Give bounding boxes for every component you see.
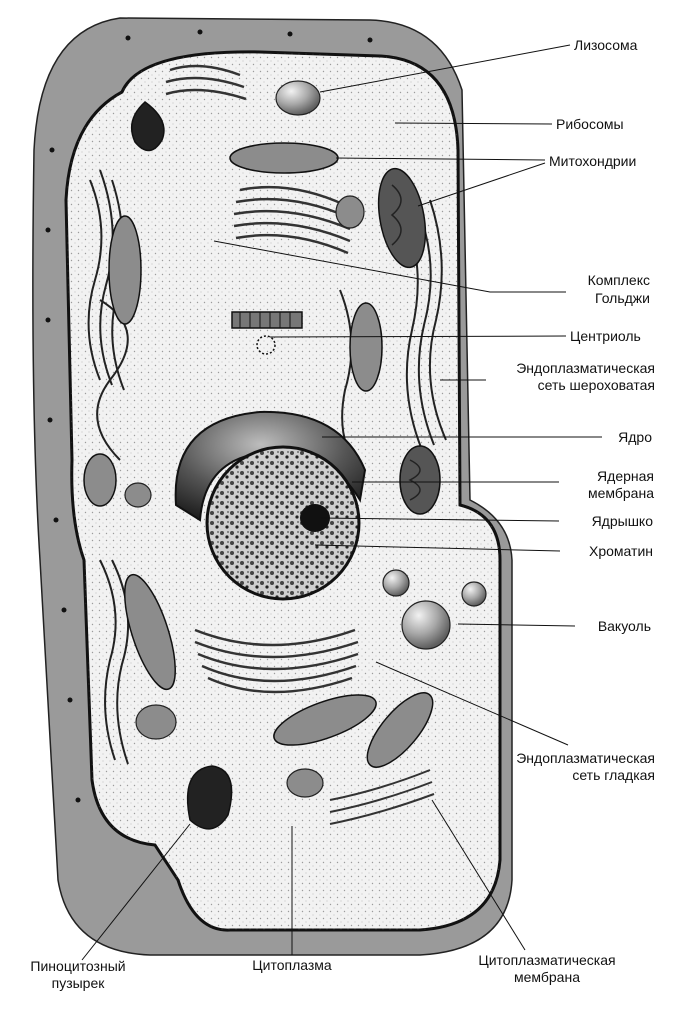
label-chromatin: Хроматин <box>589 543 653 559</box>
nucleus <box>174 410 367 601</box>
label-golgi-line2: Гольджи <box>595 290 650 306</box>
smooth-er <box>329 769 435 825</box>
label-nuclear-membrane-line1: Ядерная <box>597 468 654 484</box>
golgi-complex <box>165 64 351 255</box>
label-golgi-line1: Комплекс <box>588 272 650 288</box>
label-centriole: Центриоль <box>570 328 641 344</box>
label-nucleolus: Ядрышко <box>592 513 654 529</box>
label-ribosomes: Рибосомы <box>556 116 624 132</box>
label-nucleus: Ядро <box>618 429 652 445</box>
leader-lines <box>81 44 602 961</box>
label-smooth-er-line1: Эндоплазматическая <box>516 750 655 766</box>
vacuoles <box>382 569 487 650</box>
label-rough-er-line1: Эндоплазматическая <box>516 360 655 376</box>
label-nuclear-membrane-line2: мембрана <box>588 485 654 501</box>
lysosomes <box>124 80 365 798</box>
label-pinocytic-line2: пузырек <box>52 975 106 991</box>
label-lysosome: Лизосома <box>574 37 638 53</box>
centriole <box>231 311 303 355</box>
mitochondria <box>83 142 441 768</box>
label-cell-membrane-line2: мембрана <box>514 969 580 985</box>
label-mitochondria: Митохондрии <box>549 153 636 169</box>
label-cytoplasm: Цитоплазма <box>252 957 332 973</box>
label-smooth-er-line2: сеть гладкая <box>572 767 655 783</box>
label-cell-membrane-line1: Цитоплазматическая <box>478 952 615 968</box>
labels: Лизосома Рибосомы Митохондрии Комплекс Г… <box>30 37 655 991</box>
golgi-complex-lower <box>194 628 359 694</box>
label-vacuole: Вакуоль <box>598 618 651 634</box>
label-pinocytic-line1: Пиноцитозный <box>30 958 125 974</box>
pinocytic-vesicle <box>130 101 233 830</box>
label-rough-er-line2: сеть шероховатая <box>538 377 655 393</box>
